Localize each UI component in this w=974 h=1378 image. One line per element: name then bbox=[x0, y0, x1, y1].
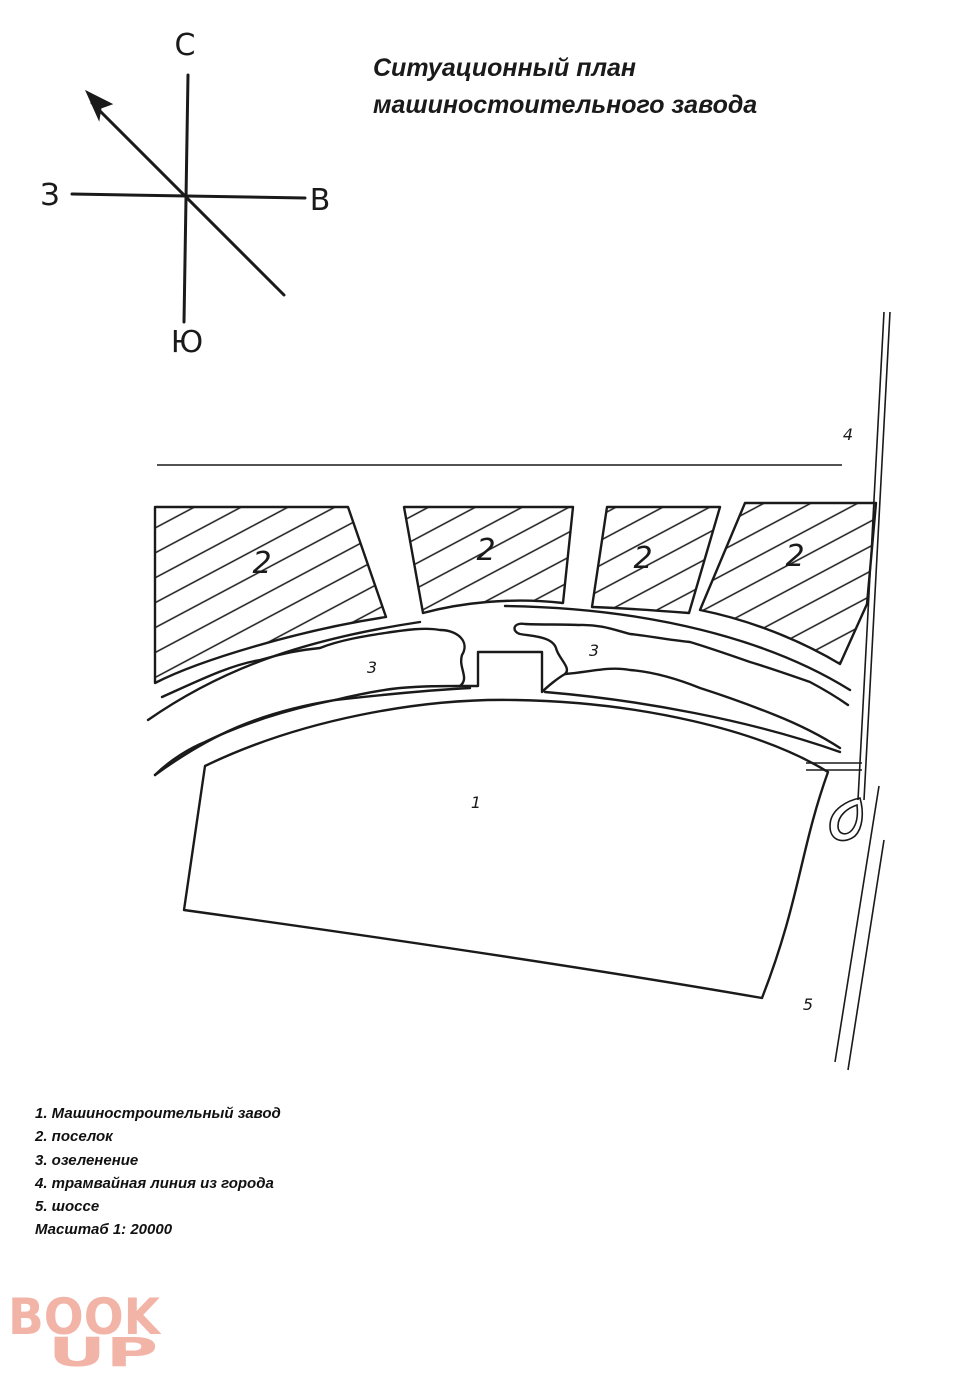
compass-we-axis bbox=[70, 192, 307, 200]
legend-item-highway: 5. шоссе bbox=[35, 1198, 100, 1216]
logo-top-text: BOOK bbox=[8, 1288, 162, 1346]
bookup-logo: BOOK UP bbox=[8, 1288, 162, 1368]
label-settlement: 2 bbox=[633, 541, 652, 576]
label-greenery: 3 bbox=[589, 641, 599, 660]
plan-title: Ситуационный план машиностоительного зав… bbox=[373, 50, 757, 124]
settlement-blocks bbox=[153, 501, 878, 685]
arrowhead-icon bbox=[84, 89, 114, 122]
factory-site bbox=[182, 698, 830, 1000]
compass-west-label: З bbox=[40, 178, 59, 213]
highway bbox=[834, 785, 885, 1071]
title-line-1: Ситуационный план bbox=[373, 54, 637, 82]
greenery-belt bbox=[146, 604, 852, 777]
logo-bottom-text: UP bbox=[48, 1330, 158, 1368]
compass bbox=[70, 73, 307, 324]
label-settlement: 2 bbox=[785, 539, 804, 574]
legend-item-factory: 1. Машиностроительный завод bbox=[35, 1105, 281, 1122]
label-greenery: 3 bbox=[367, 658, 377, 677]
legend-item-tram: 4. трамвайная линия из города bbox=[35, 1174, 274, 1192]
legend-scale: Масштаб 1: 20000 bbox=[35, 1221, 173, 1239]
label-highway: 5 bbox=[803, 995, 813, 1014]
compass-north-label: С bbox=[175, 28, 196, 63]
settlement-block bbox=[153, 505, 388, 685]
legend: 1. Машиностроительный завод 2. поселок 3… bbox=[35, 1102, 281, 1242]
legend-item-settlement: 2. поселок bbox=[35, 1128, 113, 1146]
compass-south-label: Ю bbox=[171, 325, 203, 360]
compass-wind-arrow bbox=[90, 101, 286, 297]
settlement-block bbox=[402, 505, 575, 615]
legend-item-greenery: 3. озеленение bbox=[35, 1151, 139, 1169]
label-factory: 1 bbox=[471, 793, 481, 812]
compass-east-label: В bbox=[310, 183, 331, 218]
settlement-block bbox=[698, 501, 878, 666]
label-settlement: 2 bbox=[476, 533, 495, 568]
title-line-2: машиностоительного завода bbox=[373, 91, 758, 119]
label-settlement: 2 bbox=[252, 546, 271, 581]
label-tram: 4 bbox=[843, 425, 853, 444]
settlement-block bbox=[590, 505, 722, 615]
